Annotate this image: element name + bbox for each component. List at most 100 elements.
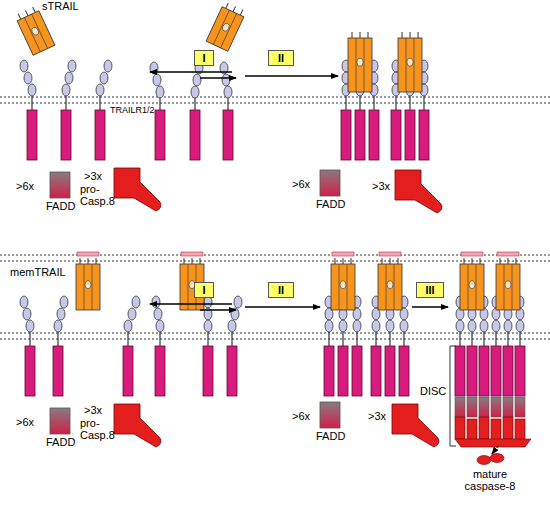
- trimer-stalk: [335, 258, 336, 264]
- death-domain: [467, 346, 477, 396]
- transmembrane-stem: [373, 96, 374, 110]
- receptor-domain: [62, 84, 70, 96]
- count-label: >6x: [16, 180, 34, 192]
- trimer-stalk: [500, 258, 501, 264]
- trimer-stalk: [464, 258, 465, 264]
- receptor-domain: [153, 74, 161, 86]
- death-domain: [352, 346, 362, 396]
- trimer-stalk: [184, 258, 185, 264]
- death-domain: [324, 346, 334, 396]
- fadd-block: [491, 397, 501, 417]
- receptor-domain: [23, 308, 31, 320]
- receptor-label: TRAILR1/2: [110, 104, 155, 116]
- membrane-anchor: [181, 252, 203, 256]
- death-domain: [355, 110, 365, 160]
- zinc-site: [505, 281, 511, 289]
- trimer-stalk: [80, 258, 81, 264]
- receptor-domain: [468, 320, 476, 332]
- receptor-domain: [339, 320, 347, 332]
- zinc-site: [387, 281, 393, 289]
- fadd-block: [467, 397, 477, 417]
- trimer-stalk: [418, 32, 419, 38]
- trimer-stalk: [33, 7, 36, 12]
- trimer-body: [398, 38, 422, 92]
- transmembrane-stem: [403, 332, 404, 346]
- mature-caspase-subunit: [477, 456, 491, 465]
- trimer-divider: [414, 38, 415, 92]
- trimer-divider: [356, 38, 357, 92]
- trail-trimer: [331, 258, 355, 310]
- transmembrane-stem: [57, 332, 58, 346]
- trail-trimer: [76, 258, 100, 310]
- receptor-domain: [400, 320, 408, 332]
- trimer-divider: [468, 264, 469, 310]
- death-domain: [405, 110, 415, 160]
- membrane-anchor: [461, 252, 483, 256]
- trimer-stalk: [402, 32, 403, 38]
- death-domain: [223, 110, 233, 160]
- product-label: mature caspase-8: [458, 468, 522, 492]
- trimer-stalk: [410, 32, 411, 38]
- receptor-domain: [191, 86, 199, 98]
- trimer-stalk: [360, 32, 361, 38]
- disc-bracket: [450, 346, 456, 446]
- trail-label: memTRAIL: [10, 266, 66, 278]
- protein-label: pro-Casp.8: [80, 183, 116, 207]
- trimer-body: [206, 7, 244, 52]
- receptor-domain: [96, 84, 104, 96]
- death-domain: [190, 110, 200, 160]
- transmembrane-stem: [507, 332, 508, 346]
- membrane-line: [0, 332, 550, 333]
- transmembrane-stem: [99, 96, 100, 110]
- caspase-block: [455, 439, 531, 447]
- death-domain: [25, 346, 35, 396]
- receptor-domain: [504, 320, 512, 332]
- caspase-block: [467, 419, 477, 441]
- death-domain: [203, 346, 213, 396]
- step-number: I: [202, 52, 205, 64]
- receptor-domain: [100, 72, 108, 84]
- receptor-domain: [386, 320, 394, 332]
- protein-label: FADD: [46, 436, 75, 448]
- trail-trimer: [378, 258, 402, 310]
- trail-trimer: [348, 32, 372, 92]
- receptor-domain: [353, 320, 361, 332]
- receptor-domain: [516, 320, 524, 332]
- trimer-stalk: [192, 258, 193, 264]
- caspase-block: [479, 417, 489, 439]
- fadd-block: [503, 397, 513, 417]
- trimer-body: [76, 264, 100, 310]
- trimer-divider: [394, 264, 395, 310]
- reaction-arrow: [492, 446, 498, 454]
- death-domain: [391, 110, 401, 160]
- death-domain: [61, 110, 71, 160]
- trimer-stalk: [226, 3, 229, 8]
- step-number: II: [278, 52, 284, 64]
- transmembrane-stem: [389, 332, 390, 346]
- trimer-stalk: [382, 258, 383, 264]
- count-label: >6x: [292, 410, 310, 422]
- step-box: II: [268, 282, 294, 298]
- trimer-stalk: [25, 10, 28, 15]
- transmembrane-stem: [159, 98, 160, 110]
- death-domain: [503, 346, 513, 396]
- receptor-domain: [128, 308, 136, 320]
- step-box: III: [416, 282, 444, 298]
- reaction-arrow: [150, 71, 232, 72]
- trimer-stalk: [18, 14, 21, 19]
- fadd-bar: [50, 172, 70, 198]
- trail-trimer: [460, 258, 484, 310]
- transmembrane-stem: [423, 96, 424, 110]
- transmembrane-stem: [207, 332, 208, 346]
- receptor-domain: [156, 320, 164, 332]
- protein-label: FADD: [316, 430, 345, 442]
- caspase-block: [455, 417, 465, 439]
- death-domain: [338, 346, 348, 396]
- trimer-stalk: [480, 258, 481, 264]
- death-domain: [53, 346, 63, 396]
- receptor-domain: [57, 308, 65, 320]
- membrane-anchor: [77, 252, 99, 256]
- complex-label: DISC: [420, 385, 446, 397]
- zinc-site: [31, 26, 40, 36]
- mature-caspase-subunit: [490, 454, 504, 463]
